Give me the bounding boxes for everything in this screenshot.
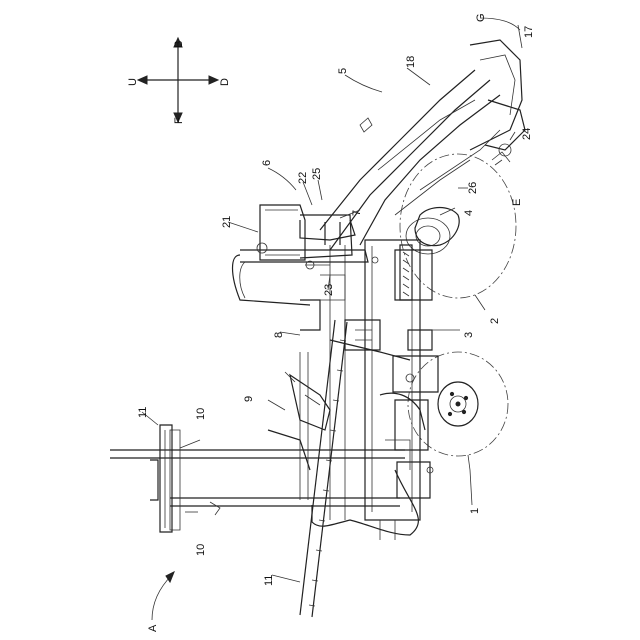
chassis-frame [300,220,438,540]
label-e: E [511,199,523,206]
rear-fender [415,208,459,246]
label-24: 24 [521,128,533,140]
view-arrow-a [152,572,174,620]
label-26: 26 [467,182,479,194]
label-10-lower: 10 [195,544,207,556]
label-g: G [475,13,487,22]
front-wheel [408,352,508,456]
label-3: 3 [463,332,475,338]
label-21: 21 [221,216,233,228]
compass-u-label: U [127,78,139,86]
label-6: 6 [261,160,273,166]
shock-absorber [400,245,412,300]
label-17: 17 [523,26,535,38]
compass-d-label: D [219,78,231,86]
label-25: 25 [311,168,323,180]
label-2: 2 [489,318,501,324]
label-5: 5 [337,68,349,74]
label-9: 9 [243,396,255,402]
label-18: 18 [405,56,417,68]
lever-assembly [268,372,330,470]
diagonal-rail [300,320,347,617]
compass-f-label: F [173,117,185,124]
label-11-lower: 11 [263,575,275,586]
upright-frame [110,352,405,532]
compass-b-label: B [173,41,185,48]
label-11-upper: 11 [137,407,149,418]
label-23: 23 [323,284,335,296]
label-a: A [147,624,159,632]
direction-compass: B F U D [127,38,231,124]
label-22: 22 [297,172,309,184]
label-4: 4 [463,210,475,216]
reference-numerals: 1 2 3 4 5 6 7 8 9 10 10 11 11 17 18 21 2… [137,13,535,632]
label-8: 8 [273,332,285,338]
label-7: 7 [351,210,363,216]
label-1: 1 [469,508,481,514]
label-10-upper: 10 [195,408,207,420]
